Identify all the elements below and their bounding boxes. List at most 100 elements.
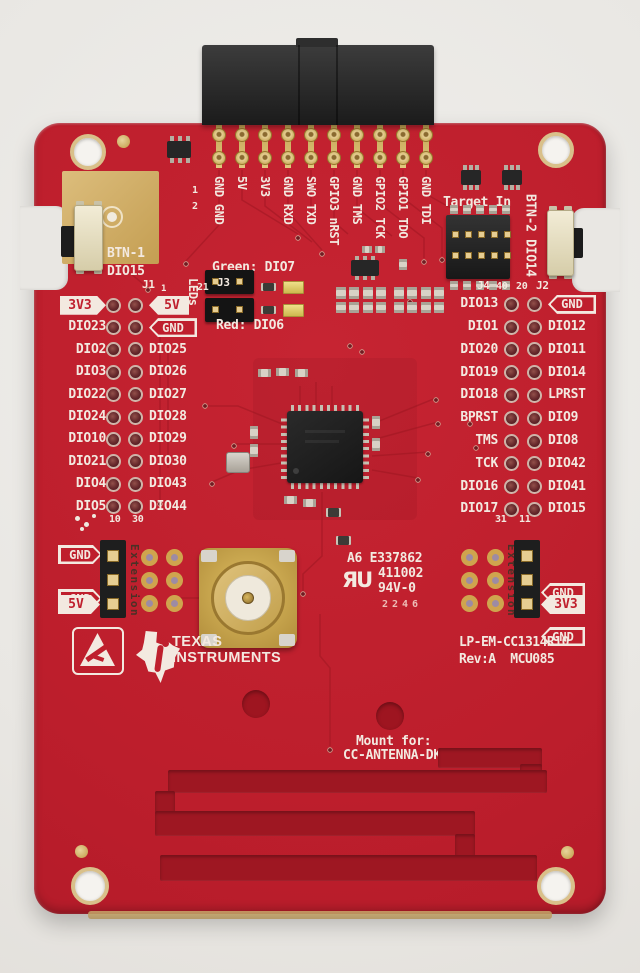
antenna-mount-hole bbox=[242, 690, 270, 718]
through-hole bbox=[128, 297, 143, 313]
top-header-connector bbox=[202, 45, 434, 125]
gold-through-hole bbox=[166, 595, 183, 612]
through-hole bbox=[527, 296, 542, 312]
j3-label: J3 bbox=[217, 276, 230, 289]
pin-name: TCK bbox=[475, 455, 498, 471]
through-hole bbox=[128, 320, 143, 336]
gold-through-hole bbox=[141, 549, 158, 566]
connector-pin bbox=[465, 231, 472, 238]
cert-id: A6 E337862 bbox=[347, 551, 423, 566]
through-hole bbox=[504, 296, 519, 312]
btn1-button bbox=[74, 205, 103, 271]
pin-name: DIO41 bbox=[548, 478, 586, 494]
j4-label: J4 bbox=[477, 279, 490, 292]
solder-pad bbox=[304, 151, 318, 165]
through-hole bbox=[504, 433, 519, 449]
gold-through-hole bbox=[461, 549, 478, 566]
pin-label: 5V bbox=[235, 176, 250, 190]
button-tab bbox=[564, 274, 572, 279]
through-hole bbox=[106, 364, 121, 380]
connector-pin bbox=[478, 252, 485, 259]
gold-through-hole bbox=[141, 595, 158, 612]
pin-label: GPIO3 nRST bbox=[327, 176, 342, 246]
connector-pin bbox=[478, 231, 485, 238]
pin-name: DIO13 bbox=[460, 296, 498, 312]
pin-name: DIO42 bbox=[548, 455, 586, 471]
connector-pin bbox=[452, 231, 459, 238]
through-hole bbox=[527, 319, 542, 335]
through-hole bbox=[106, 342, 121, 358]
left-button-notch bbox=[20, 206, 68, 290]
connector-pin bbox=[504, 231, 511, 238]
test-point bbox=[84, 522, 89, 527]
pin-name: DIO29 bbox=[149, 431, 187, 447]
solder-pad bbox=[373, 128, 387, 142]
solder-pad bbox=[281, 128, 295, 142]
pin-name: DIO20 bbox=[460, 341, 498, 357]
extension-label: Extension bbox=[128, 544, 141, 618]
through-hole bbox=[504, 502, 519, 518]
through-hole bbox=[128, 342, 143, 358]
ext-5v-label: 5V bbox=[58, 595, 100, 614]
solder-pad bbox=[463, 205, 471, 214]
through-hole bbox=[106, 476, 121, 492]
antenna-trace bbox=[155, 791, 175, 813]
gnd-label: GND bbox=[548, 294, 596, 314]
solder-pad bbox=[396, 151, 410, 165]
j4-pin31: 31 bbox=[495, 514, 507, 525]
red-led-label: Red: DIO6 bbox=[216, 318, 284, 333]
through-hole bbox=[128, 499, 143, 515]
header-pin bbox=[521, 574, 533, 586]
pin-name: DIO2 bbox=[75, 341, 106, 357]
pin-name: TMS bbox=[475, 433, 498, 449]
j2-pin20: 20 bbox=[516, 281, 528, 292]
pin-name: DIO26 bbox=[149, 364, 187, 380]
pin-row: TCK DIO42 bbox=[440, 453, 610, 476]
connector-pin bbox=[452, 252, 459, 259]
smd-component bbox=[295, 369, 308, 377]
btn1-label: BTN-1 bbox=[107, 246, 145, 261]
solder-pad bbox=[502, 281, 510, 290]
solder-pad bbox=[350, 151, 364, 165]
smd-resistor bbox=[336, 302, 346, 313]
connector-seam bbox=[336, 45, 338, 125]
connector-seam bbox=[298, 45, 300, 125]
smd-resistor bbox=[434, 287, 444, 299]
antenna-trace bbox=[438, 748, 542, 768]
pin-label: GND RXD bbox=[281, 176, 296, 225]
pin-row: DIO23 GND bbox=[57, 316, 217, 338]
header-pin bbox=[107, 598, 119, 610]
pin-name: DIO24 bbox=[68, 409, 106, 424]
mcu-chip bbox=[287, 411, 363, 483]
btn1-dio-label: DIO15 bbox=[107, 264, 145, 279]
mounting-hole bbox=[70, 134, 106, 170]
rf-connector bbox=[199, 548, 297, 648]
date-code: 2246 bbox=[382, 599, 423, 610]
connector-key-tab bbox=[296, 38, 338, 47]
pin-name: BPRST bbox=[460, 410, 498, 426]
solder-pad bbox=[373, 151, 387, 165]
through-hole bbox=[527, 456, 542, 472]
smd-component bbox=[284, 496, 297, 504]
rf-center-pin bbox=[242, 592, 254, 604]
antenna-trace bbox=[160, 855, 537, 881]
pin-name: DIO12 bbox=[548, 319, 586, 335]
header-pin bbox=[107, 574, 119, 586]
button-tab bbox=[94, 201, 102, 206]
gold-through-hole bbox=[487, 572, 504, 589]
through-hole bbox=[527, 342, 542, 358]
crystal-oscillator bbox=[226, 452, 250, 473]
solder-pad bbox=[350, 128, 364, 142]
pin-name: DIO15 bbox=[548, 501, 586, 517]
pin-name: LPRST bbox=[548, 387, 586, 403]
smd-resistor bbox=[349, 287, 359, 299]
pin-label: SWO TXD bbox=[304, 176, 319, 225]
